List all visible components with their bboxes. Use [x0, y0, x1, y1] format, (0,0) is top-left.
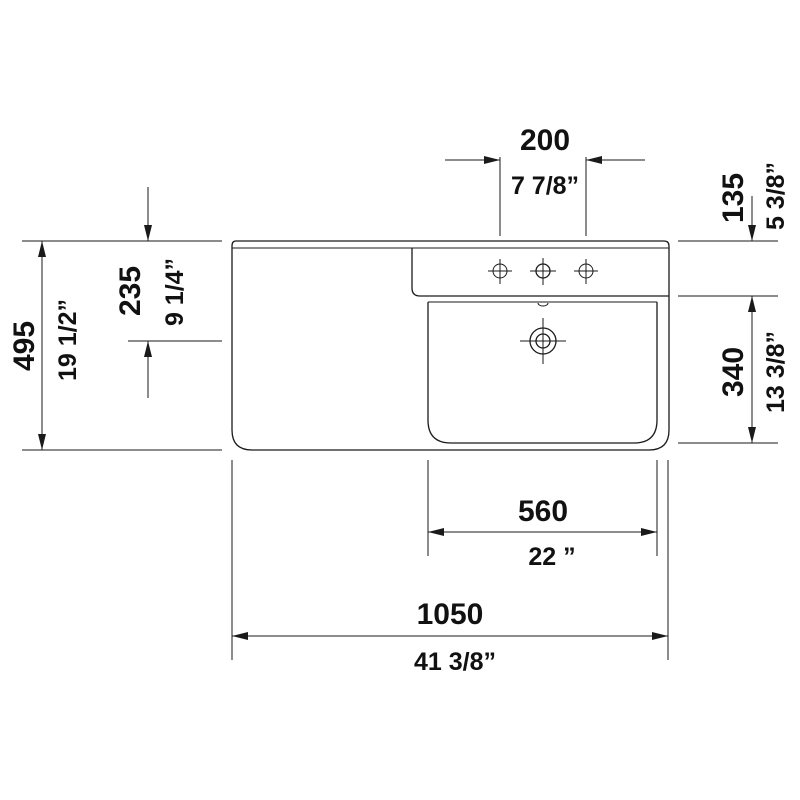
total-width-mm-label: 1050 [417, 598, 484, 631]
dimension-line-tap-spacing [445, 156, 645, 164]
tap-spacing-inch-label: 7 7/8” [511, 172, 579, 200]
tap-hole-left-icon [488, 259, 512, 284]
dimension-line-deck-depth [748, 196, 756, 241]
basin-width-mm-label: 560 [518, 495, 568, 528]
tap-hole-right-icon [574, 259, 598, 284]
extension-lines [22, 157, 778, 660]
total-depth-inch-label: 19 1/2” [54, 299, 82, 381]
basin-width-inch-label: 22 ” [528, 543, 575, 571]
basin-depth-inch-label: 13 3/8” [762, 331, 790, 413]
dimension-line-basin-depth [748, 296, 756, 443]
washbasin-outline [231, 240, 670, 451]
tap-hole-center-icon [530, 258, 556, 285]
deck-depth-mm-label: 135 [717, 173, 750, 223]
waste-offset-inch-label: 9 1/4” [161, 258, 189, 326]
waste-offset-mm-label: 235 [114, 266, 147, 316]
dimension-line-basin-width [428, 528, 657, 536]
deck-depth-inch-label: 5 3/8” [762, 162, 790, 230]
dimension-line-waste-offset [144, 187, 152, 398]
drain-icon [520, 318, 566, 364]
total-depth-mm-label: 495 [8, 321, 41, 371]
basin-depth-mm-label: 340 [717, 347, 750, 397]
total-width-inch-label: 41 3/8” [414, 648, 496, 676]
tap-spacing-mm-label: 200 [520, 124, 570, 157]
dimension-line-total-width [232, 632, 668, 640]
dimension-line-total-depth [38, 241, 46, 450]
